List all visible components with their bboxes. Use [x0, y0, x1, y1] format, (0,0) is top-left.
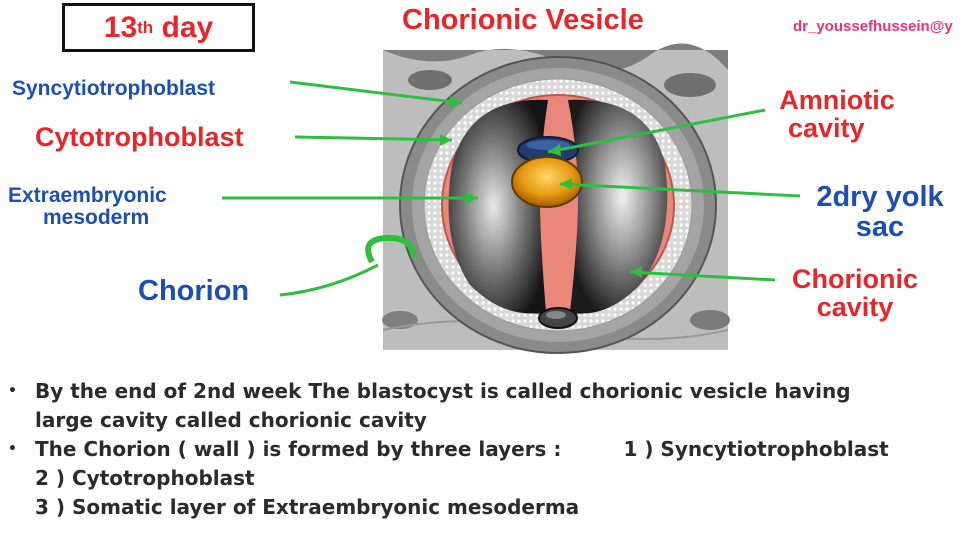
- arrow-chorion: [279, 263, 379, 297]
- bullet-2-text: The Chorion ( wall ) is formed by three …: [35, 437, 562, 461]
- bullet-2-item1: 1 ) Syncytiotrophoblast: [623, 437, 889, 461]
- label-yolk-line2: sac: [855, 211, 905, 244]
- yolk-sac: [511, 156, 583, 208]
- bullet-2-item2: 2 ) Cytotrophoblast: [35, 466, 255, 490]
- chorionic-cavity-right: [568, 99, 668, 314]
- label-chorionic-line1: Chorionic: [792, 264, 918, 294]
- description-bullets: • By the end of 2nd week The blastocyst …: [8, 377, 958, 522]
- bullet-2: • The Chorion ( wall ) is formed by thre…: [8, 435, 958, 464]
- label-extraembryonic-line1: Extraembryonic: [8, 184, 167, 207]
- arrowheads: [440, 96, 642, 278]
- label-yolk-line1: 2dry yolk: [816, 181, 944, 213]
- label-chorion: Chorion: [138, 275, 250, 307]
- day-number: 13: [103, 10, 138, 44]
- bullet-2-item3: 3 ) Somatic layer of Extraembryonic meso…: [35, 495, 580, 519]
- chorion-curl: [365, 234, 417, 264]
- day-suffix: th: [137, 17, 154, 37]
- bullet-1-line2: large cavity called chorionic cavity: [35, 408, 427, 432]
- label-cytotrophoblast: Cytotrophoblast: [35, 122, 244, 152]
- label-chorionic-cavity: Chorionic cavity: [775, 265, 935, 322]
- label-syncytiotrophoblast: Syncytiotrophoblast: [12, 77, 216, 100]
- arrow-syncytiotrophoblast: [289, 80, 463, 105]
- label-amniotic-line1: Amniotic: [779, 85, 895, 115]
- label-chorionic-line2: cavity: [816, 292, 894, 323]
- bullet-1-line1: By the end of 2nd week The blastocyst is…: [35, 379, 851, 403]
- arrow-chorionic-cavity: [629, 270, 776, 282]
- bullet-1: • By the end of 2nd week The blastocyst …: [8, 377, 958, 406]
- day-word: day: [161, 10, 214, 44]
- label-amniotic-line2: cavity: [788, 113, 865, 144]
- arrow-amniotic: [547, 108, 766, 154]
- arrow-cytotrophoblast: [294, 135, 453, 142]
- page-title: Chorionic Vesicle: [402, 4, 644, 36]
- author-handle: dr_youssefhussein@y: [793, 18, 953, 35]
- label-amniotic-cavity: Amniotic cavity: [762, 86, 912, 143]
- bullet-dot: •: [8, 383, 17, 399]
- label-extraembryonic-mesoderm: Extraembryonic mesoderm: [8, 184, 167, 230]
- bullet-dot: •: [8, 441, 17, 457]
- label-arrows: [222, 80, 801, 297]
- label-extraembryonic-line2: mesoderm: [43, 206, 150, 230]
- arrow-yolk: [559, 182, 801, 198]
- label-yolk-sac: 2dry yolk sac: [800, 182, 960, 243]
